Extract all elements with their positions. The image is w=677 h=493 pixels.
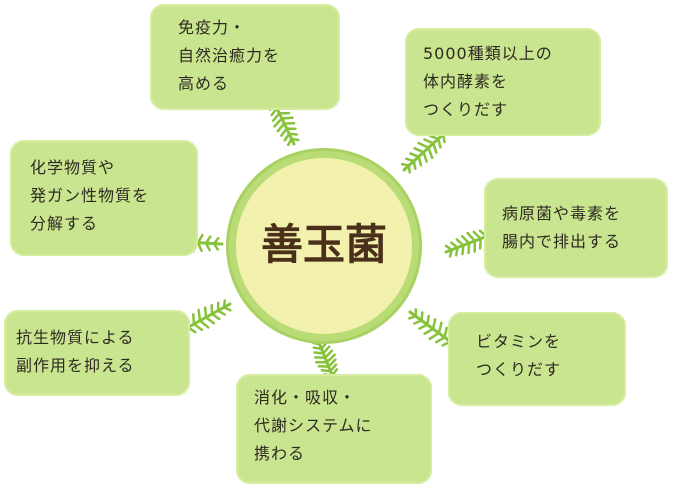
bubble-enzymes-line-2: 体内酵素を	[423, 72, 509, 91]
bubble-enzymes-line-1: 5000種類以上の	[423, 44, 553, 63]
bubble-chemicals-line-3: 分解する	[30, 214, 99, 233]
bubble-pathogens-line-1: 病原菌や毒素を	[502, 204, 622, 223]
bubble-antibiotics-line-2: 副作用を抑える	[16, 356, 135, 375]
bubble-enzymes-line-3: つくりだす	[423, 100, 509, 119]
bubble-chemicals-line-2: 発ガン性物質を	[30, 186, 150, 205]
bubble-antibiotics	[4, 310, 190, 396]
bubble-antibiotics-text: 抗生物質による 副作用を抑える	[16, 324, 135, 380]
bubble-chemicals-line-1: 化学物質や	[30, 158, 116, 177]
bubble-immunity-line-3: 高める	[178, 74, 230, 93]
bubble-chemicals-text: 化学物質や 発ガン性物質を 分解する	[30, 154, 149, 238]
bubble-vitamins	[448, 312, 626, 406]
center-circle	[236, 158, 412, 334]
bubble-vitamins-line-2: つくりだす	[476, 360, 562, 379]
bubble-pathogens-text: 病原菌や毒素を 腸内で排出する	[502, 200, 621, 256]
center-label: 善玉菌	[260, 220, 387, 269]
bubble-digestion	[236, 374, 432, 484]
frond-immunity-icon	[268, 96, 300, 147]
bubble-vitamins-text: ビタミンを つくりだす	[476, 328, 561, 384]
bubble-vitamins-line-1: ビタミンを	[476, 332, 562, 351]
bubble-immunity-line-1: 免疫力・	[178, 18, 247, 37]
bubble-enzymes	[405, 28, 601, 136]
bubble-immunity	[150, 4, 340, 110]
bubble-digestion-line-1: 消化・吸収・	[254, 388, 357, 407]
bubble-digestion-text: 消化・吸収・ 代謝システムに 携わる	[254, 384, 373, 468]
bubble-digestion-line-3: 携わる	[254, 444, 306, 463]
frond-enzymes-icon	[400, 128, 450, 174]
bubble-digestion-line-2: 代謝システムに	[254, 416, 373, 435]
bubble-antibiotics-line-1: 抗生物質による	[16, 328, 135, 347]
bubble-immunity-line-2: 自然治癒力を	[178, 46, 281, 65]
bubble-enzymes-text: 5000種類以上の 体内酵素を つくりだす	[423, 40, 553, 124]
bubble-immunity-text: 免疫力・ 自然治癒力を 高める	[178, 14, 280, 98]
bubble-chemicals	[10, 140, 198, 256]
bubble-pathogens	[484, 178, 668, 278]
bubble-pathogens-line-2: 腸内で排出する	[502, 232, 622, 251]
